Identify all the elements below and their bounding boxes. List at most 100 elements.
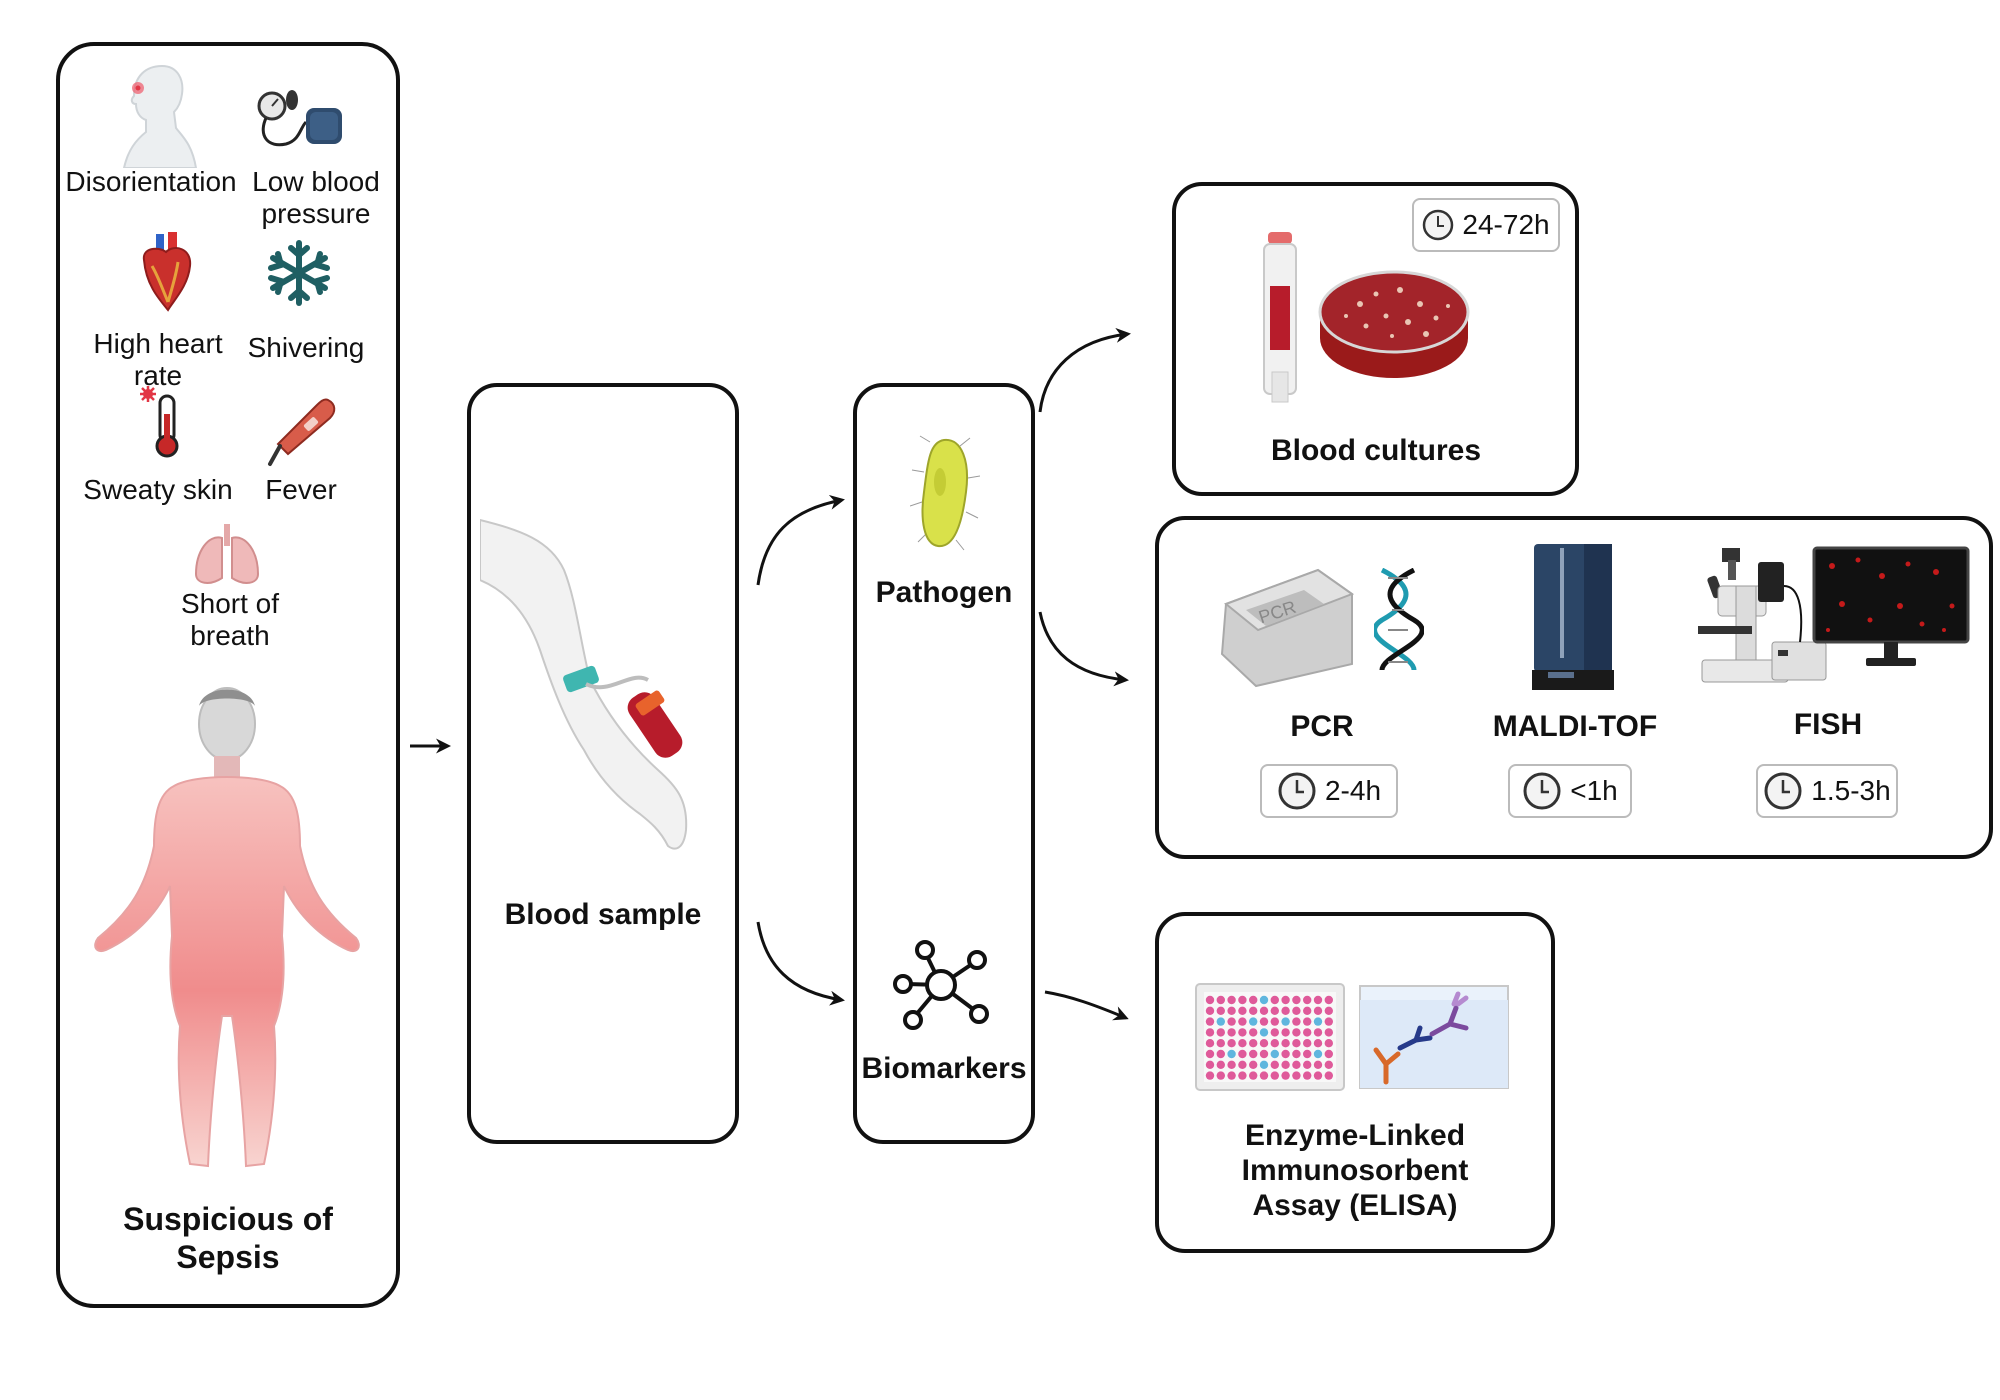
symptom-low-bp-label: Low blood pressure xyxy=(244,166,388,230)
plate-well xyxy=(1292,995,1301,1005)
plate-well xyxy=(1227,1039,1236,1048)
plate-well xyxy=(1281,1049,1290,1059)
maldi-time-badge: <1h xyxy=(1508,764,1632,818)
plate-well xyxy=(1205,1049,1215,1059)
fish-time-badge: 1.5-3h xyxy=(1756,764,1898,818)
plate-well xyxy=(1227,1006,1236,1015)
blood-cultures-label: Blood cultures xyxy=(1270,434,1481,467)
plate-well xyxy=(1313,1060,1323,1069)
maldi-tof-label: MALDI-TOF xyxy=(1492,710,1658,743)
elisa-label: Enzyme-Linked Immunosorbent Assay (ELISA… xyxy=(1160,1118,1550,1223)
symptom-low-bp-line2: pressure xyxy=(261,198,371,229)
plate-well xyxy=(1270,1071,1279,1080)
plate-well xyxy=(1205,1028,1215,1037)
plate-well xyxy=(1259,1039,1269,1048)
plate-well xyxy=(1259,1060,1269,1069)
plate-well xyxy=(1205,1006,1215,1015)
plate-well xyxy=(1292,1017,1301,1026)
plate-well xyxy=(1205,1071,1215,1080)
antibody-well-icon xyxy=(1359,985,1509,1089)
dna-helix-icon xyxy=(1374,568,1424,671)
plate-well xyxy=(1303,1028,1312,1037)
plate-well xyxy=(1238,1006,1247,1015)
fish-time-value: 1.5-3h xyxy=(1811,775,1891,806)
plate-well xyxy=(1216,995,1225,1005)
lungs-icon xyxy=(194,524,260,584)
symptom-shivering-label: Shivering xyxy=(247,332,365,363)
cultures-time-badge: 24-72h xyxy=(1412,198,1560,252)
plate-well xyxy=(1292,1039,1301,1048)
plate-well xyxy=(1281,995,1290,1005)
plate-well xyxy=(1292,1006,1301,1015)
plate-well xyxy=(1292,1060,1301,1069)
biomarker-network-icon xyxy=(893,940,989,1030)
plate-well xyxy=(1216,1017,1225,1026)
plate-well xyxy=(1303,1049,1312,1059)
symptom-high-hr-line2: rate xyxy=(133,360,183,391)
plate-well xyxy=(1303,1006,1312,1015)
elisa-label-line3: Assay (ELISA) xyxy=(1252,1189,1458,1222)
pcr-machine-icon: PCR xyxy=(1220,568,1355,688)
plate-well xyxy=(1249,1060,1258,1069)
arrow-to-pathogen xyxy=(756,494,845,586)
arm-blood-draw-illustration xyxy=(480,518,688,850)
plate-well xyxy=(1205,1060,1215,1069)
biomarkers-label: Biomarkers xyxy=(861,1052,1027,1085)
symptom-fever-label: Fever xyxy=(265,474,337,505)
plate-well xyxy=(1303,995,1312,1005)
sphygmomanometer-icon xyxy=(257,90,342,147)
clock-icon xyxy=(1523,772,1561,810)
clock-icon xyxy=(1278,772,1316,810)
plate-well xyxy=(1324,1017,1333,1026)
fish-label: FISH xyxy=(1793,708,1863,741)
plate-well xyxy=(1249,1017,1258,1026)
symptom-short-breath-line2: breath xyxy=(190,620,270,651)
plate-well xyxy=(1303,1071,1312,1080)
plate-well xyxy=(1303,1060,1312,1069)
plate-well xyxy=(1238,1039,1247,1048)
plate-well xyxy=(1324,1006,1333,1015)
plate-well xyxy=(1313,1028,1323,1037)
plate-well xyxy=(1292,1071,1301,1080)
arrow-to-biomarkers xyxy=(756,921,845,1006)
digital-thermometer-icon xyxy=(268,398,336,466)
plate-well xyxy=(1227,1071,1236,1080)
plate-well xyxy=(1249,995,1258,1005)
heart-organ-icon xyxy=(142,232,192,312)
pcr-label: PCR xyxy=(1290,710,1354,743)
plate-well xyxy=(1227,1028,1236,1037)
plate-well xyxy=(1249,1006,1258,1015)
plate-well xyxy=(1313,1039,1323,1048)
symptom-low-bp-line1: Low blood xyxy=(252,166,380,197)
plate-well xyxy=(1313,1017,1323,1026)
plate-well xyxy=(1281,1039,1290,1048)
plate-well xyxy=(1227,1049,1236,1059)
fluorescence-microscope-icon xyxy=(1698,548,1827,683)
plate-well xyxy=(1238,1017,1247,1026)
arrow-to-cultures xyxy=(1038,327,1131,413)
pathogen-label: Pathogen xyxy=(875,576,1013,609)
blood-sample-label: Blood sample xyxy=(504,898,702,931)
plate-well xyxy=(1259,1017,1269,1026)
sepsis-title-line2: Sepsis xyxy=(176,1239,280,1275)
plate-well xyxy=(1249,1071,1258,1080)
sepsis-title-line1: Suspicious of xyxy=(123,1201,333,1237)
plate-well xyxy=(1259,1006,1269,1015)
plate-well xyxy=(1227,995,1236,1005)
plate-well xyxy=(1324,1028,1333,1037)
plate-well xyxy=(1303,1039,1312,1048)
plate-well xyxy=(1313,995,1323,1005)
plate-well xyxy=(1227,1060,1236,1069)
plate-well xyxy=(1303,1017,1312,1026)
plate-well xyxy=(1259,1049,1269,1059)
plate-well xyxy=(1227,1017,1236,1026)
bacterium-icon xyxy=(910,435,980,551)
plate-well xyxy=(1281,1060,1290,1069)
plate-well xyxy=(1238,1028,1247,1037)
cultures-time-value: 24-72h xyxy=(1462,209,1550,240)
monitor-fluorescence-icon xyxy=(1812,546,1970,666)
plate-well xyxy=(1238,995,1247,1005)
plate-well xyxy=(1270,1028,1279,1037)
elisa-label-line2: Immunosorbent xyxy=(1241,1154,1469,1187)
plate-well xyxy=(1324,995,1333,1005)
